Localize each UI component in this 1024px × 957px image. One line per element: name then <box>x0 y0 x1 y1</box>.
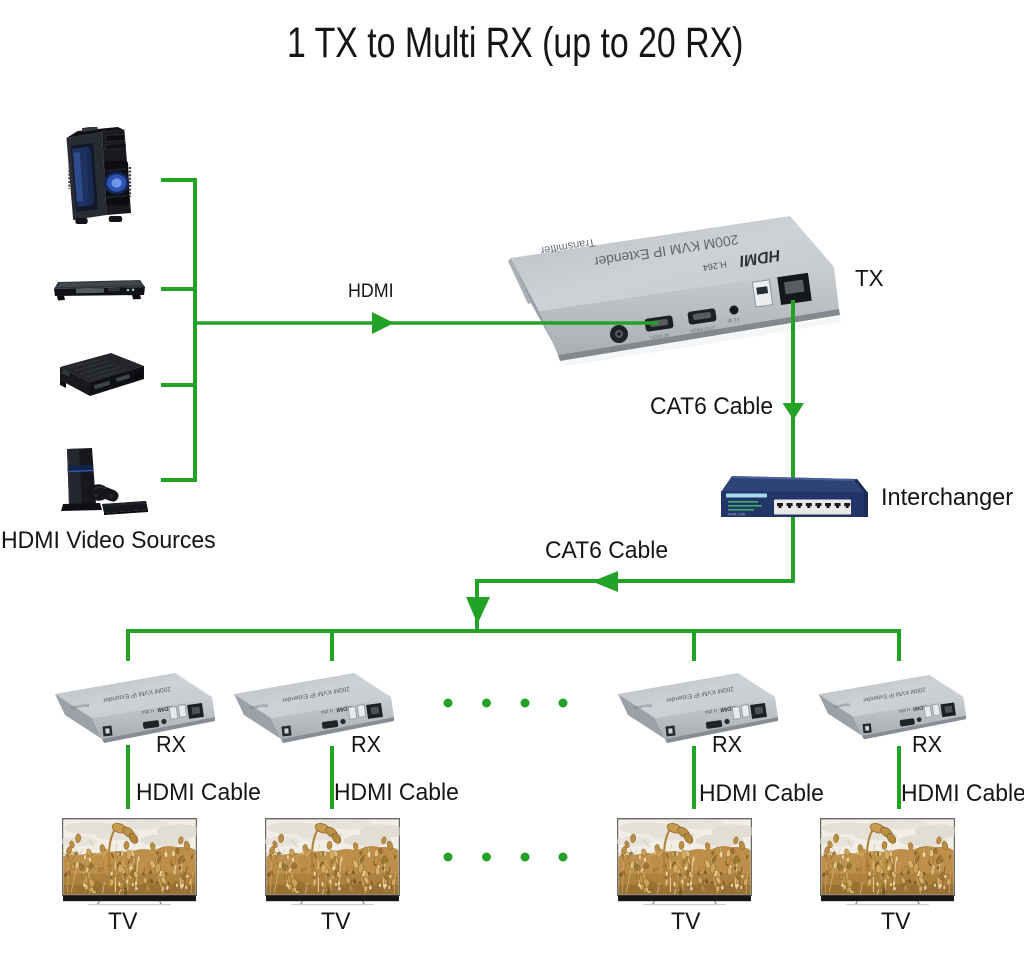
svg-text:PWR LINK: PWR LINK <box>728 513 746 517</box>
svg-text:H.264: H.264 <box>702 259 727 273</box>
svg-text:HDMI IN: HDMI IN <box>650 333 670 342</box>
svg-text:DC 5V: DC 5V <box>610 346 626 354</box>
svg-text:IR TX: IR TX <box>727 317 741 325</box>
svg-text:HDMI OUT: HDMI OUT <box>690 325 715 334</box>
svg-text:HDMI: HDMI <box>738 246 782 269</box>
